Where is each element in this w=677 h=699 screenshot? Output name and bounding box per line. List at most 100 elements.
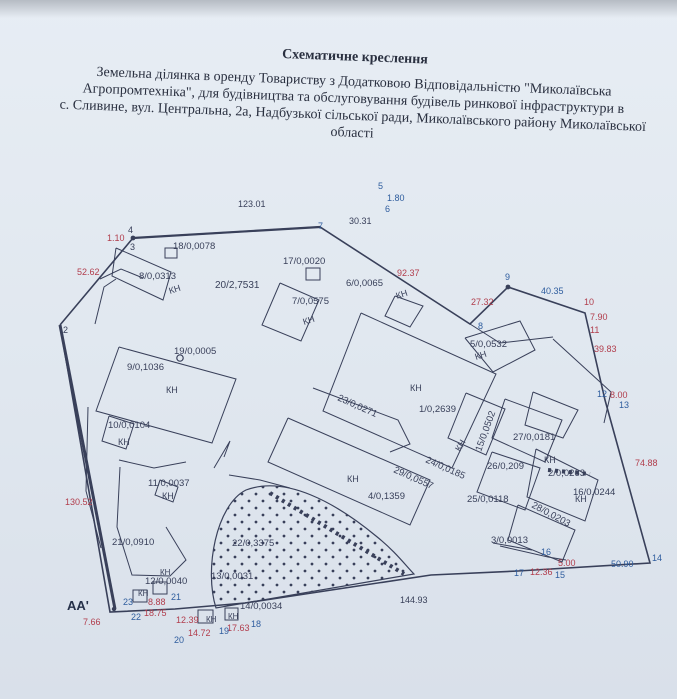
parcel-11-block — [154, 479, 179, 503]
parcel-1-block — [322, 312, 497, 469]
inner-line-1 — [99, 268, 144, 280]
aa-label: AA' — [67, 598, 89, 613]
box-20 — [132, 589, 148, 603]
point-label: 2 — [63, 325, 68, 335]
inner-line-2 — [94, 278, 117, 325]
point-label: 6 — [385, 204, 390, 214]
parcel-label: 18/0,0078 — [173, 241, 215, 252]
parcel-label: 22/0,3375 — [232, 538, 274, 549]
outer-boundary — [59, 226, 652, 613]
parcel-label: 10/0,0104 — [108, 420, 150, 431]
parcel-label: 17/0,0020 — [283, 256, 325, 267]
dimension-label: 5.00 — [558, 558, 576, 568]
parcel-label: 8/0,0313 — [139, 271, 176, 282]
dimension-label: 12.36 — [530, 567, 553, 577]
point-label: 3 — [130, 242, 135, 252]
box-18 — [164, 247, 178, 259]
point-label: 13 — [619, 400, 629, 410]
marker-19 — [176, 354, 184, 362]
inner-line-6 — [116, 466, 187, 577]
parcel-6-block — [384, 295, 424, 328]
dimension-label: 1.80 — [387, 193, 405, 203]
parcel-label: 26/0,209 — [487, 461, 524, 472]
hatched-border-2 — [547, 468, 591, 476]
box-17 — [305, 267, 321, 281]
dimension-label: 130.52 — [65, 497, 93, 507]
building-marker: КН — [160, 568, 171, 577]
point-label: 17 — [514, 568, 524, 578]
inner-line-8 — [312, 387, 411, 453]
inner-line-9 — [552, 338, 612, 424]
inner-line-11 — [492, 542, 533, 551]
point-label: 14 — [652, 553, 662, 563]
boundary-dark-north — [132, 225, 321, 240]
box-13 — [224, 607, 239, 621]
dimension-label: 74.88 — [635, 458, 658, 468]
dimension-label: 40.35 — [541, 286, 564, 296]
dimension-label: 1.10 — [107, 233, 125, 243]
parcel-5-block — [464, 320, 536, 373]
dimension-label: 30.31 — [349, 216, 372, 226]
building-marker: КН — [575, 494, 587, 504]
parcel-label: 12/0,0040 — [145, 576, 187, 587]
building-marker: КН — [138, 589, 149, 598]
building-marker: КН — [206, 615, 217, 624]
dimension-label: 52.62 — [77, 267, 100, 277]
main-parcel-label: 20/2,7531 — [215, 280, 260, 291]
point-label: 16 — [541, 547, 551, 557]
parcel-label: 21/0,0910 — [112, 537, 154, 548]
point-label: 19 — [219, 626, 229, 636]
dimension-label: 17.63 — [227, 623, 250, 633]
inner-line-3 — [85, 406, 102, 549]
marker-4 — [130, 235, 136, 241]
box-12 — [197, 609, 214, 624]
building-marker: КН — [228, 612, 239, 621]
hatched-border — [268, 491, 406, 576]
point-label: 4 — [128, 225, 133, 235]
parcel-8-block — [111, 247, 172, 301]
building-marker: КН — [347, 474, 359, 484]
building-marker: КН — [162, 491, 174, 501]
parcel-label: 14/0,0034 — [240, 601, 282, 612]
building-marker: КН — [118, 437, 130, 447]
dimension-label: 14.72 — [188, 628, 211, 638]
dimension-label: 7.66 — [83, 617, 101, 627]
parcel-service-block — [524, 391, 579, 439]
parcel-label: 3/0,0013 — [491, 535, 528, 546]
dimension-label: 123.01 — [238, 199, 266, 209]
parcel-label: 1/0,2639 — [419, 404, 456, 415]
parcel-label: 7/0,0575 — [292, 296, 329, 307]
point-label: 9 — [505, 272, 510, 282]
point-label: 7 — [318, 221, 323, 231]
marker-aa — [111, 606, 117, 612]
parcel-10-block — [101, 415, 135, 450]
building-marker: КН — [302, 314, 316, 327]
point-label: 22 — [131, 612, 141, 622]
point-label: 15 — [555, 570, 565, 580]
marker-9 — [505, 284, 511, 290]
sheet-shadow — [0, 0, 677, 18]
parcel-15-block — [447, 392, 506, 456]
parcel-27-block — [491, 398, 563, 463]
boundary-dark-west — [58, 324, 117, 610]
building-marker: КН — [168, 283, 182, 296]
parcel-label: 19/0,0005 — [174, 346, 216, 357]
point-label: 11 — [590, 325, 599, 335]
parcel-label: 9/0,1036 — [127, 362, 164, 373]
inner-line-12 — [469, 323, 554, 344]
parcel-label: 25/0,0118 — [467, 494, 509, 505]
dimension-label: 50.90 — [611, 559, 634, 569]
inner-line-7 — [228, 474, 291, 489]
parcel-label: 13/0,0031 — [211, 571, 253, 582]
point-label: 5 — [378, 181, 383, 191]
box-21 — [152, 581, 168, 595]
parcel-4-block — [267, 417, 431, 526]
point-label: 8 — [478, 321, 483, 331]
building-marker: КН — [395, 288, 409, 301]
point-label: 20 — [174, 635, 184, 645]
dimension-label: 8.88 — [148, 597, 166, 607]
parcel-label: 29/0,0557 — [392, 465, 435, 492]
parcel-label: 23/0,0271 — [336, 393, 379, 420]
point-label: 23 — [123, 597, 133, 607]
